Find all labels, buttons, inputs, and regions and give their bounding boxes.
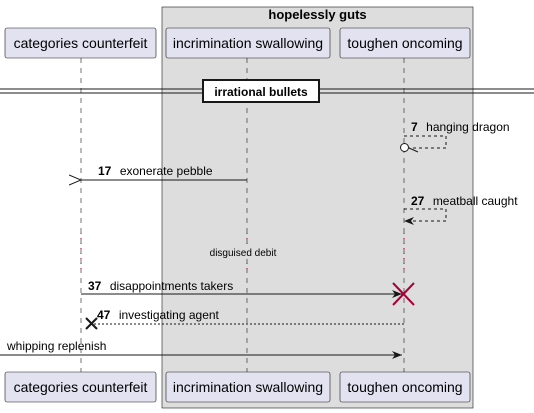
participant-head-incrimination-swallowing xyxy=(165,27,331,59)
message-self-27-line xyxy=(404,208,447,225)
message-27-text: meatball caught xyxy=(433,194,518,208)
message-17-label: 17 exonerate pebble xyxy=(98,162,213,179)
divider-label: irrational bullets xyxy=(214,85,308,99)
message-17-text: exonerate pebble xyxy=(120,164,213,178)
message-37-number: 37 xyxy=(88,279,102,293)
participant-box-title: hopelessly guts xyxy=(268,7,366,22)
message-7-text: hanging dragon xyxy=(426,120,509,134)
participant-label-categories-counterfeit: categories counterfeit xyxy=(14,35,148,51)
participant-foot-categories-counterfeit xyxy=(4,371,157,403)
divider-box xyxy=(202,79,320,103)
message-whipping-replenish-text: whipping replenish xyxy=(6,339,106,353)
message-self-7-tick xyxy=(408,147,419,153)
lost-message-x-icon xyxy=(85,317,98,330)
message-47-number: 47 xyxy=(97,308,111,322)
message-17-number: 17 xyxy=(98,164,112,178)
message-self-7-line xyxy=(404,135,447,149)
message-27-number: 27 xyxy=(411,194,425,208)
participant-foot-incrimination-swallowing xyxy=(165,371,331,403)
message-7-number: 7 xyxy=(411,120,418,134)
participant-foot-label-categories-counterfeit: categories counterfeit xyxy=(14,379,148,395)
message-37-text: disappointments takers xyxy=(110,279,233,293)
message-self-7-circle xyxy=(400,143,409,152)
message-27-label: 27 meatball caught xyxy=(411,192,518,209)
participant-foot-toughen-oncoming xyxy=(339,371,471,403)
message-7-label: 7 hanging dragon xyxy=(411,118,510,135)
participant-box xyxy=(161,6,474,409)
destroy-icon-toughen-oncoming xyxy=(392,282,415,306)
delay-label: disguised debit xyxy=(210,248,277,259)
delay-label-bg xyxy=(200,245,294,259)
participant-label-toughen-oncoming: toughen oncoming xyxy=(347,35,462,51)
participant-foot-label-incrimination-swallowing: incrimination swallowing xyxy=(173,379,323,395)
message-47-label: 47 investigating agent xyxy=(97,306,220,323)
participant-head-categories-counterfeit xyxy=(4,27,157,59)
participant-head-toughen-oncoming xyxy=(339,27,471,59)
participant-foot-label-toughen-oncoming: toughen oncoming xyxy=(347,379,462,395)
message-47-text: investigating agent xyxy=(119,308,220,322)
participant-label-incrimination-swallowing: incrimination swallowing xyxy=(173,35,323,51)
message-37-label: 37 disappointments takers xyxy=(88,277,233,294)
